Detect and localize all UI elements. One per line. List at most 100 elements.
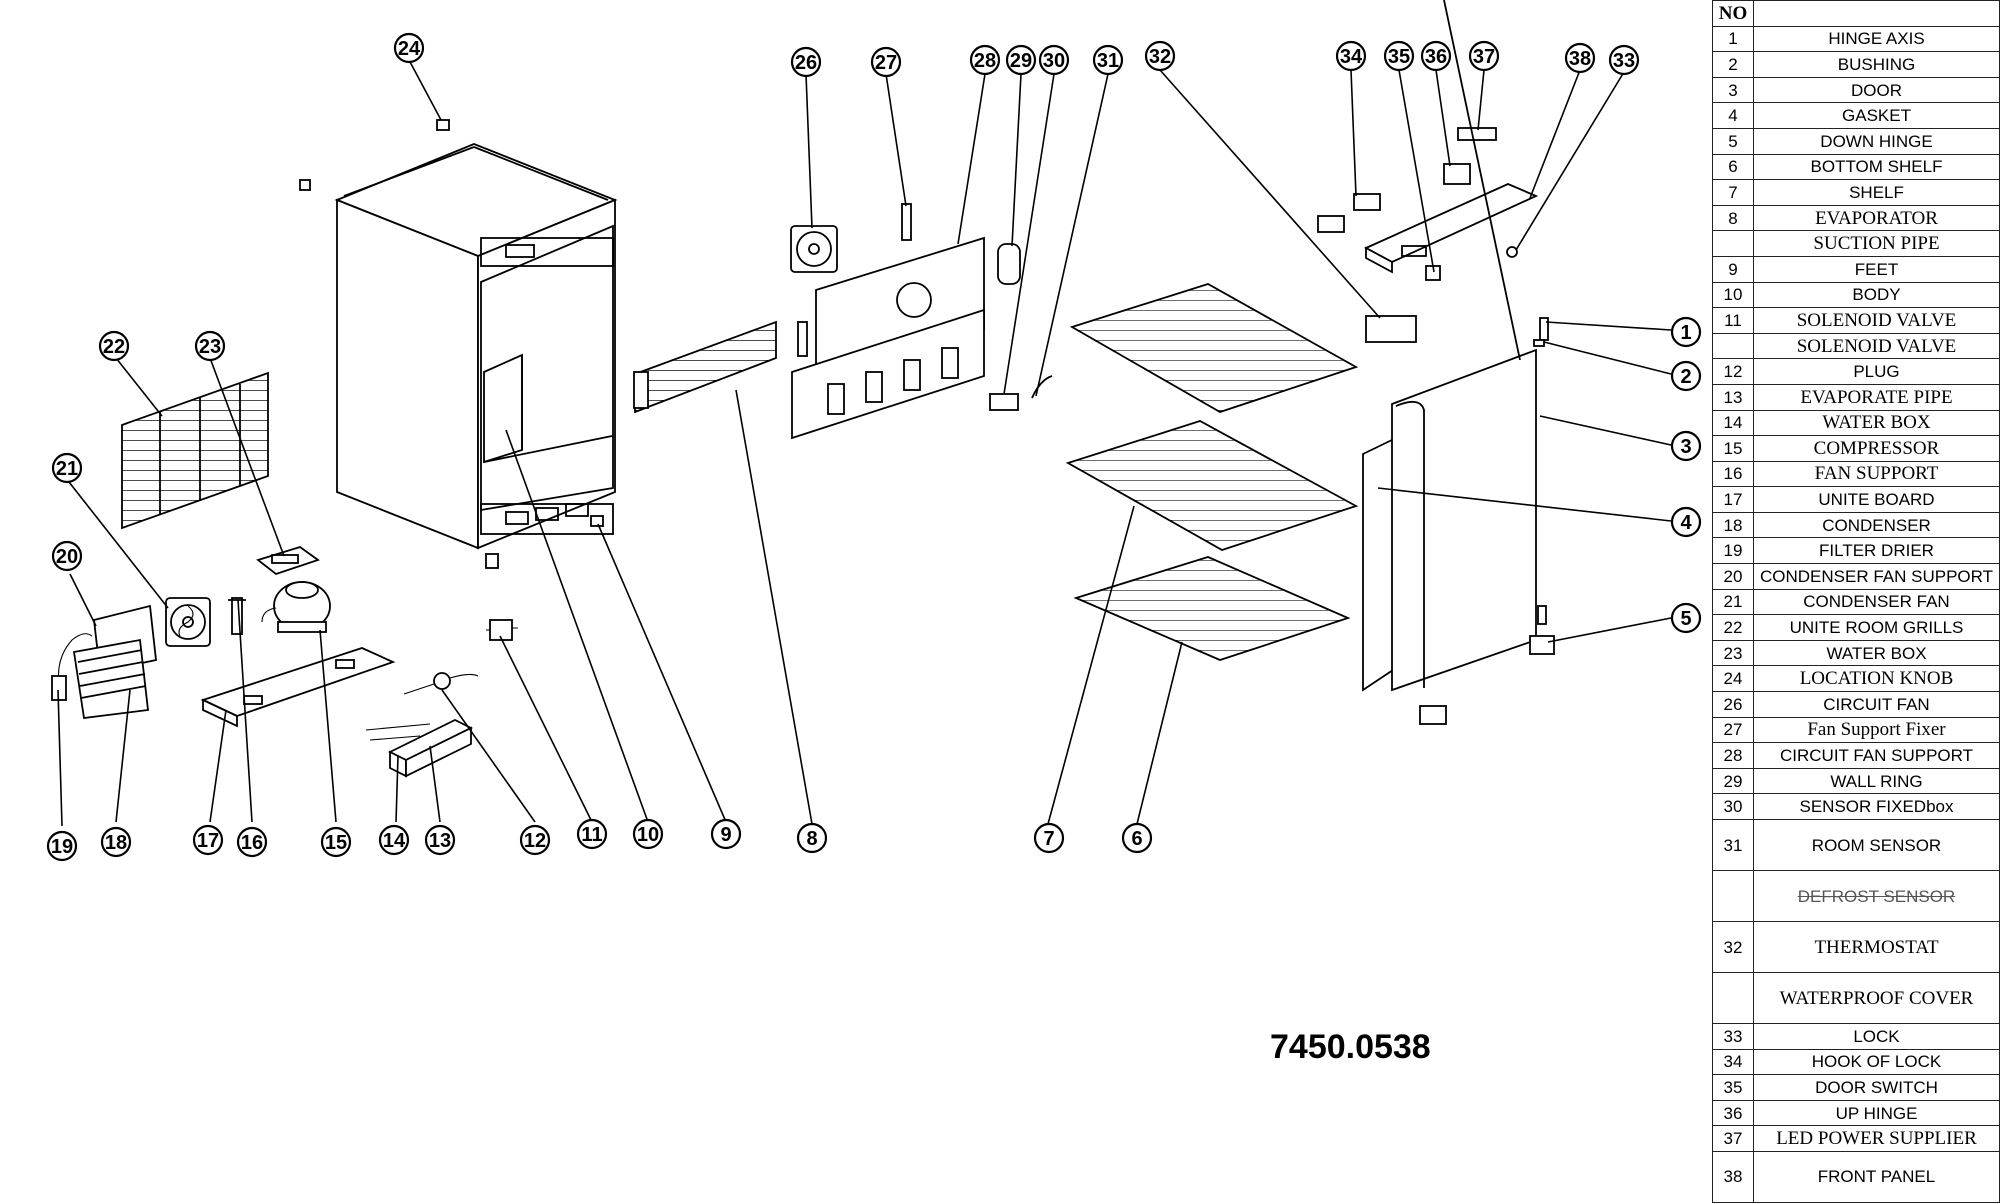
exploded-parts-diagram: 1234567891011121314151617181920212223242… xyxy=(46,0,1702,862)
part-number-cell: 35 xyxy=(1712,1074,1754,1101)
callout-8: 8 xyxy=(796,822,828,854)
callout-20: 20 xyxy=(51,540,83,572)
part-name-cell: SUCTION PIPE xyxy=(1753,230,2000,257)
callout-19: 19 xyxy=(46,830,78,862)
callout-label: 21 xyxy=(56,458,78,480)
part-name-cell: WALL RING xyxy=(1753,767,2000,795)
part-number-cell: 8 xyxy=(1712,204,1754,232)
part-number-cell: 3 xyxy=(1712,76,1754,104)
part-number-cell: 2 xyxy=(1712,51,1754,78)
callout-label: 19 xyxy=(51,836,73,858)
callout-label: 16 xyxy=(241,832,263,854)
up-hinge xyxy=(1443,163,1471,185)
part-name-cell: CONDENSER FAN xyxy=(1753,588,2000,616)
callout-2: 2 xyxy=(1670,360,1702,392)
parts-table-header: NO xyxy=(1712,0,2000,27)
part-name-cell: BUSHING xyxy=(1753,51,2000,78)
part-number-cell: 24 xyxy=(1712,665,1754,693)
callout-26: 26 xyxy=(790,46,822,78)
callout-1: 1 xyxy=(1670,316,1702,348)
unite-board xyxy=(200,647,396,728)
callout-label: 1 xyxy=(1680,322,1691,344)
callout-36: 36 xyxy=(1420,40,1452,72)
callout-label: 27 xyxy=(875,52,897,74)
part-number-cell: 13 xyxy=(1712,383,1754,411)
hook-of-lock xyxy=(1317,193,1381,233)
callout-29: 29 xyxy=(1005,44,1037,76)
part-number-cell: 10 xyxy=(1712,281,1754,309)
part-name-cell: HOOK OF LOCK xyxy=(1753,1048,2000,1076)
part-number-cell: 6 xyxy=(1712,153,1754,181)
callout-label: 5 xyxy=(1680,608,1691,630)
callout-32: 32 xyxy=(1144,40,1176,72)
lock xyxy=(1506,246,1518,258)
callout-label: 37 xyxy=(1473,46,1495,68)
part-number-cell: 21 xyxy=(1712,588,1754,616)
part-name-cell: LOCK xyxy=(1753,1023,2000,1050)
callout-3: 3 xyxy=(1670,430,1702,462)
part-name-cell: SHELF xyxy=(1753,179,2000,206)
callout-label: 29 xyxy=(1010,50,1032,72)
callout-label: 6 xyxy=(1131,828,1142,850)
part-name-cell: CONDENSER FAN SUPPORT xyxy=(1753,563,2000,590)
part-name-cell: BODY xyxy=(1753,281,2000,309)
callout-label: 10 xyxy=(637,824,659,846)
part-name-cell: SENSOR FIXEDbox xyxy=(1753,793,2000,820)
callout-22: 22 xyxy=(98,330,130,362)
part-number-cell: 28 xyxy=(1712,742,1754,769)
callout-30: 30 xyxy=(1038,44,1070,76)
part-name-cell: DOOR SWITCH xyxy=(1753,1074,2000,1101)
callout-37: 37 xyxy=(1468,40,1500,72)
part-number-cell: 23 xyxy=(1712,639,1754,667)
part-number-cell: 5 xyxy=(1712,127,1754,155)
callout-label: 22 xyxy=(103,336,125,358)
parts-table-row: WATERPROOF COVER xyxy=(1712,972,2000,1024)
part-number-cell: 14 xyxy=(1712,409,1754,437)
led-power-supplier xyxy=(1457,127,1497,141)
part-name-cell: DEFROST SENSOR xyxy=(1753,870,2000,922)
wall-ring xyxy=(997,243,1021,285)
callout-4: 4 xyxy=(1670,506,1702,538)
callout-label: 8 xyxy=(806,828,817,850)
part-name-cell: Fan Support Fixer xyxy=(1753,716,2000,744)
part-number-cell xyxy=(1712,332,1754,360)
part-number-cell: 20 xyxy=(1712,563,1754,590)
room-sensor xyxy=(1031,375,1053,399)
fan-support xyxy=(228,597,246,635)
part-name-cell: DOOR xyxy=(1753,76,2000,104)
condenser-assembly xyxy=(51,604,157,720)
shelf-middle xyxy=(1065,420,1359,551)
callout-14: 14 xyxy=(378,824,410,856)
callout-label: 38 xyxy=(1569,48,1591,70)
callout-label: 35 xyxy=(1388,46,1410,68)
feet-9 xyxy=(485,515,604,569)
callout-7: 7 xyxy=(1033,822,1065,854)
part-number-cell: 9 xyxy=(1712,255,1754,283)
circuit-fan-support xyxy=(791,236,985,440)
callout-18: 18 xyxy=(100,826,132,858)
part-number-cell: 26 xyxy=(1712,691,1754,718)
callout-31: 31 xyxy=(1092,44,1124,76)
part-number-cell: 15 xyxy=(1712,435,1754,462)
callout-label: 30 xyxy=(1043,50,1065,72)
part-name-cell: CONDENSER xyxy=(1753,511,2000,539)
part-name-cell: WATERPROOF COVER xyxy=(1753,972,2000,1024)
